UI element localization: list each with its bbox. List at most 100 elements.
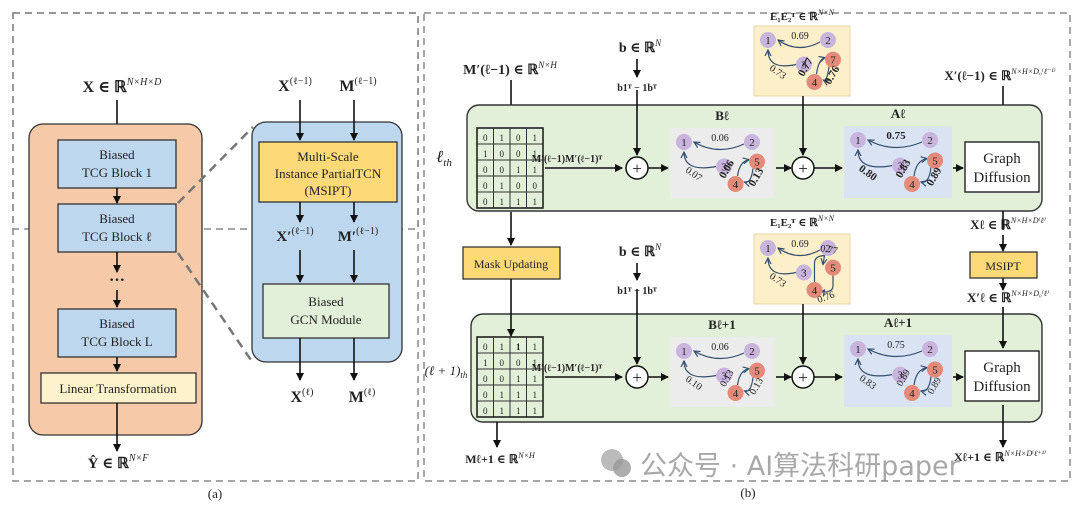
graph-node [820,240,836,256]
edge-weight-label: 0.75 [886,130,906,142]
matrix-value: 1 [533,133,538,143]
mask-updating-block[interactable] [462,246,561,280]
tcg-block-1[interactable] [57,139,177,189]
mask-input-label: M′(ℓ−1) ∈ ℝN×H [463,60,557,78]
adjacency-graph-A-title: Aℓ+1 [884,315,912,330]
edge-weight-label: 0.69 [791,31,809,42]
graph-diffusion-block[interactable] [964,141,1040,193]
b-vector-label: b ∈ ℝN [619,38,662,56]
edge-3-1 [684,361,717,378]
detail-input-m: M(ℓ−1) [339,76,376,95]
graph-node-label: 7 [830,55,836,67]
tcg-block-L-line2: TCG Block L [81,334,153,349]
graph-node [795,264,812,281]
edge-2-1 [694,142,745,151]
edge-4-5 [736,369,749,386]
x-l-label: Xℓ ∈ ℝN×H×D⁽ℓ⁾ [970,216,1046,232]
graph-diffusion-line1: Graph [983,360,1021,376]
graph-node [727,176,744,192]
graph-node [676,134,692,150]
edge-3-1 [858,150,893,168]
gcn-line2: GCN Module [290,312,361,327]
b-diff-label: b1ᵀ − 1bᵀ [617,83,657,94]
tcg-block-l[interactable] [57,203,177,253]
matrix-value: 1 [533,406,538,416]
graph-node [806,282,823,298]
matrix-value: 0 [483,197,488,207]
graph-node [892,366,909,383]
edge-3-1 [768,258,797,275]
plus-sign: + [798,368,808,387]
edge-weight-label: 0.69 [791,239,809,250]
matrix-value: 0 [483,390,488,400]
matrix-value: 0 [516,358,521,368]
graph-node [850,132,866,148]
matrix-value: 0 [483,406,488,416]
matrix-value: 1 [516,374,521,384]
matrix-value: 1 [483,149,488,159]
msipt-line2: Instance PartialTCN [275,166,382,181]
detail-mid-m: M′(ℓ−1) [338,226,378,245]
linear-transformation-label: Linear Transformation [59,381,177,396]
edge-weight-label: 0.77 [819,243,838,257]
layer-l-label: ℓth [436,147,452,169]
matrix-value: 1 [533,149,538,159]
graph-node [892,157,909,174]
edge-3-1 [684,152,717,169]
graph-node [922,341,938,357]
tcg-block-L[interactable] [57,308,177,358]
b-diff-label-2: b1ᵀ − 1bᵀ [617,286,657,297]
edge-5-4 [823,66,829,81]
msipt-small-block[interactable] [969,251,1038,279]
graph-node [749,362,765,379]
detail-output-m: M(ℓ) [349,387,376,406]
graph-node [922,132,938,148]
graph-node-label: 3 [721,162,727,174]
matrix-value: 0 [483,374,488,384]
output-y-label: Ŷ ∈ ℝN×F [88,453,150,472]
graph-node [825,259,841,276]
edge-2-1 [778,40,821,49]
plus-sign: + [632,159,642,178]
graph-node [744,134,760,150]
m-output-label: Mℓ+1 ∈ ℝN×H [465,451,536,466]
detail-mid-x: X′(ℓ−1) [276,226,313,245]
matrix-value: 1 [533,390,538,400]
graph-node-label: 3 [801,60,807,72]
graph-node-label: 5 [754,366,760,378]
matrix-value: 1 [533,165,538,175]
graph-node-label: 3 [897,370,903,382]
matrix-value: 1 [533,358,538,368]
x-prime-l-label: X′ℓ ∈ ℝN×H×D₀⁽ℓ⁾ [967,289,1049,305]
gcn-line1: Biased [308,294,344,309]
msipt-block[interactable] [258,141,398,203]
graph-node [744,343,760,359]
graph-node-label: 3 [801,268,807,280]
watermark: 公众号 · AI算法科研paper [601,449,961,482]
graph-node-label: 2 [825,35,831,47]
edge-2-1 [868,349,923,358]
matrix-value: 0 [516,149,521,159]
graph-diffusion-line2: Diffusion [973,379,1031,395]
matrix-value: 0 [500,358,505,368]
graph-node [727,385,744,401]
mm-product-label: M′(ℓ−1)M′(ℓ−1)ᵀ [532,154,603,165]
gcn-module-block[interactable] [262,283,390,339]
graph-diffusion-block[interactable] [964,350,1040,402]
graph-node-label: 4 [733,388,739,400]
graph-node-label: 2 [825,243,831,255]
graph-node-label: 4 [733,179,739,191]
msipt-line1: Multi-Scale [297,149,359,164]
x-input-label: X′(ℓ−1) ∈ ℝN×H×D₀⁽ℓ⁻¹⁾ [944,67,1055,83]
edge-4-5 [813,254,824,282]
linear-transformation-block[interactable] [40,372,197,404]
graph-node-label: 1 [681,137,687,149]
bias-graph-B-title: Bℓ+1 [708,317,735,332]
watermark-text: 公众号 · AI算法科研paper [640,451,961,482]
matrix-value: 1 [500,406,505,416]
graph-node-label: 2 [927,135,933,147]
edge-5-4 [921,376,932,392]
graph-node-label: 1 [765,243,771,255]
